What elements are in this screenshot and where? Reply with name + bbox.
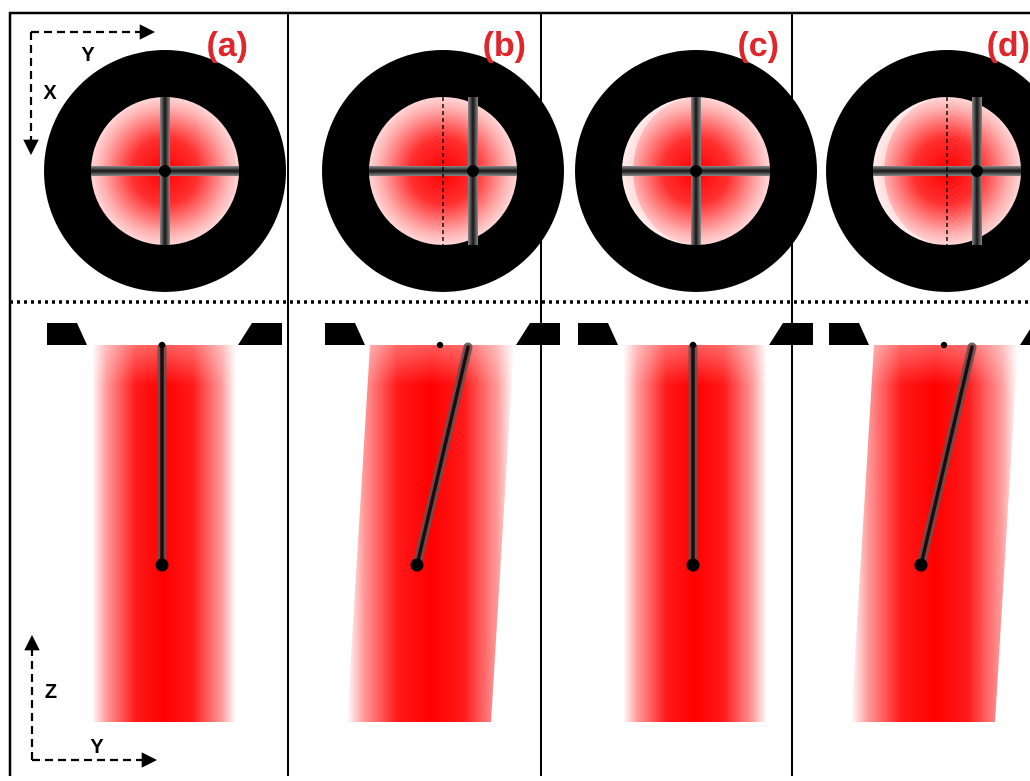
edge-glare	[622, 97, 696, 245]
probe-tip	[155, 558, 169, 572]
pivot-point	[158, 341, 166, 349]
axes-layer: Y X Z Y	[23, 24, 158, 768]
crosshair-center-dot	[971, 165, 983, 177]
panel-label: (a)	[206, 26, 248, 64]
mount-wedge-left	[578, 323, 618, 345]
pivot-point	[436, 341, 444, 349]
crosshair-center-dot	[159, 165, 171, 177]
mount-wedge-left	[325, 323, 365, 345]
beam-top-fade	[851, 345, 1018, 385]
axis-label-y-bottom: Y	[90, 736, 104, 758]
probe-tip	[410, 558, 424, 572]
pivot-point	[689, 341, 697, 349]
panel-label: (d)	[987, 26, 1030, 64]
mount-wedge-right	[238, 323, 282, 345]
panel-c: (c)	[575, 26, 817, 722]
laser-beam	[347, 345, 514, 722]
mount-wedge-right	[516, 323, 560, 345]
panels-layer: (a) (b) (c) (d)	[44, 26, 1030, 722]
panel-a: (a)	[44, 26, 286, 722]
panel-d: (d)	[826, 26, 1030, 722]
frame-layer	[8, 11, 1030, 781]
panel-label: (c)	[737, 26, 779, 64]
panel-b: (b)	[322, 26, 564, 722]
axis-label-y-top: Y	[81, 44, 95, 66]
probe-tip	[914, 558, 928, 572]
probe-rod-core	[415, 345, 470, 567]
axis-label-z-bottom: Z	[45, 681, 57, 703]
beam-top-fade	[347, 345, 514, 385]
axis-label-x-top: X	[43, 82, 57, 104]
figure-border	[8, 11, 1030, 781]
laser-beam	[851, 345, 1018, 722]
mount-wedge-left	[47, 323, 87, 345]
pivot-point	[940, 341, 948, 349]
mount-wedge-right	[1020, 329, 1030, 345]
edge-glare	[873, 97, 947, 245]
mount-wedge-left	[829, 323, 869, 345]
probe-rod-core	[919, 345, 974, 567]
panel-label: (b)	[483, 26, 526, 64]
crosshair-center-dot	[467, 165, 479, 177]
probe-tip	[686, 558, 700, 572]
crosshair-center-dot	[690, 165, 702, 177]
